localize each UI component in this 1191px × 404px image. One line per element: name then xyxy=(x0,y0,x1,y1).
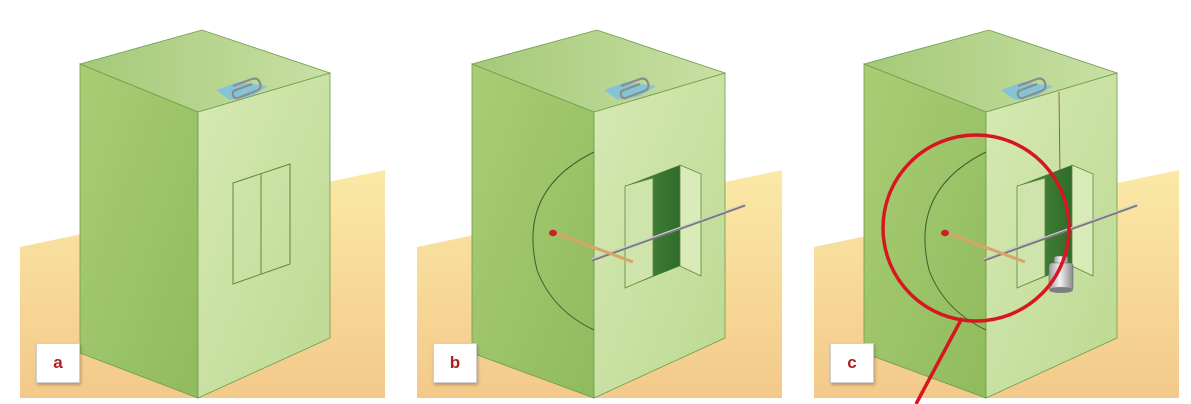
panel-a-illustration xyxy=(20,29,385,399)
panel-label-c: c xyxy=(830,343,874,383)
panel-b-illustration xyxy=(417,29,782,399)
paper-clip-icon xyxy=(231,77,262,100)
needle-icon xyxy=(591,203,746,262)
needle-shine xyxy=(591,203,746,260)
reference-arc xyxy=(924,151,987,331)
reference-arc xyxy=(532,151,595,331)
window-flap-right xyxy=(1071,164,1094,277)
box-side-face xyxy=(79,63,199,399)
box-top-face xyxy=(470,29,727,113)
match-head xyxy=(941,229,949,237)
window-flap-left xyxy=(1016,177,1046,289)
window-flap-left xyxy=(624,177,654,289)
highlight-pointer-line xyxy=(914,317,964,404)
needle-icon xyxy=(983,203,1138,262)
paper-clip-icon xyxy=(619,77,650,100)
window-flap-right xyxy=(679,164,702,277)
tape-icon xyxy=(604,82,656,100)
matchstick-icon xyxy=(946,231,1026,264)
window-outline xyxy=(232,163,291,285)
paper-clip-icon xyxy=(1016,77,1047,100)
panel-c-illustration xyxy=(814,29,1179,404)
highlight-circle xyxy=(881,133,1071,323)
tape-icon xyxy=(1001,82,1053,100)
panel-label-b: b xyxy=(433,343,477,383)
needle-shine xyxy=(983,203,1138,260)
panel-label-a: a xyxy=(36,343,80,383)
panel-a: a xyxy=(0,0,397,404)
box-top-face xyxy=(78,29,332,113)
match-head xyxy=(549,229,557,237)
tape-icon xyxy=(216,82,268,100)
panel-b: b xyxy=(397,0,794,404)
matchstick-icon xyxy=(554,231,634,264)
box-top-face xyxy=(862,29,1119,113)
panel-c: c xyxy=(794,0,1191,404)
